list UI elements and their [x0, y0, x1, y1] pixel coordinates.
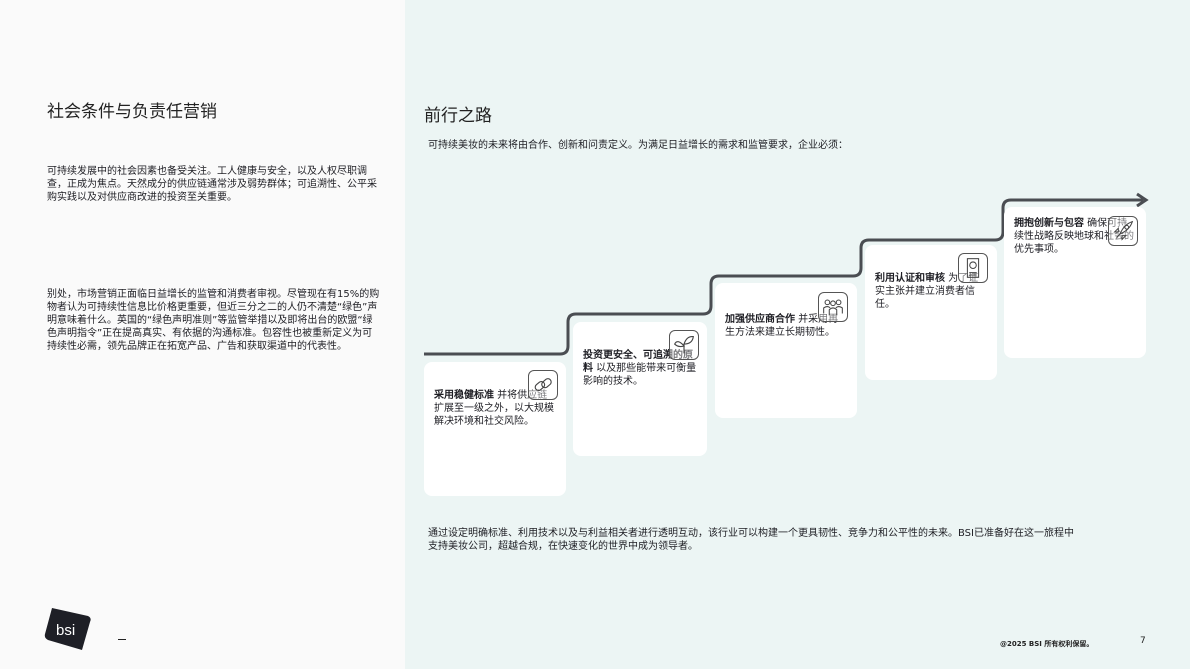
bsi-logo: bsi	[44, 606, 92, 652]
people-group-icon	[818, 292, 848, 322]
copyright: @2025 BSI 所有权利保留。	[1000, 640, 1094, 648]
section-title: 社会条件与负责任营销	[47, 102, 217, 122]
chain-link-icon	[528, 370, 558, 400]
step-card-5: 拥抱创新与包容 确保可持续性战略反映地球和社会的优先事项。	[1004, 207, 1146, 358]
page-number: 7	[1140, 636, 1146, 646]
marketing-paragraph: 别处，市场营销正面临日益增长的监管和消费者审视。尽管现在有15%的购物者认为可持…	[47, 289, 380, 352]
left-panel: 社会条件与负责任营销 可持续发展中的社会因素也备受关注。工人健康与安全，以及人权…	[0, 0, 405, 669]
step-text: 确保可持续性战略反映地球和社会的优先事项。	[1014, 218, 1134, 255]
social-paragraph: 可持续发展中的社会因素也备受关注。工人健康与安全，以及人权尽职调查，正成为焦点。…	[47, 166, 377, 203]
step-title: 投资更安全、可追溯的原料	[583, 350, 693, 374]
certificate-icon	[958, 253, 988, 283]
leaf-icon	[669, 330, 699, 360]
roadmap-intro: 可持续美妆的未来将由合作、创新和问责定义。为满足日益增长的需求和监管要求，企业必…	[428, 140, 848, 151]
roadmap-title: 前行之路	[424, 106, 492, 126]
conclusion-paragraph: 通过设定明确标准、利用技术以及与利益相关者进行透明互动，该行业可以构建一个更具韧…	[428, 528, 1074, 552]
step-text: 并将供应链扩展至一级之外，以大规模解决环境和社交风险。	[434, 390, 554, 427]
step-title: 利用认证和审核	[875, 273, 945, 284]
rocket-icon	[1108, 216, 1138, 246]
step-text: 以及那些能带来可衡量影响的技术。	[583, 363, 697, 387]
step-card-1: 采用稳健标准 并将供应链扩展至一级之外，以大规模解决环境和社交风险。	[424, 362, 566, 496]
step-title: 采用稳健标准	[434, 390, 494, 401]
svg-text:bsi: bsi	[56, 622, 75, 639]
step-title: 加强供应商合作	[725, 314, 795, 325]
divider-dash	[118, 639, 126, 640]
step-title: 拥抱创新与包容	[1014, 218, 1084, 229]
